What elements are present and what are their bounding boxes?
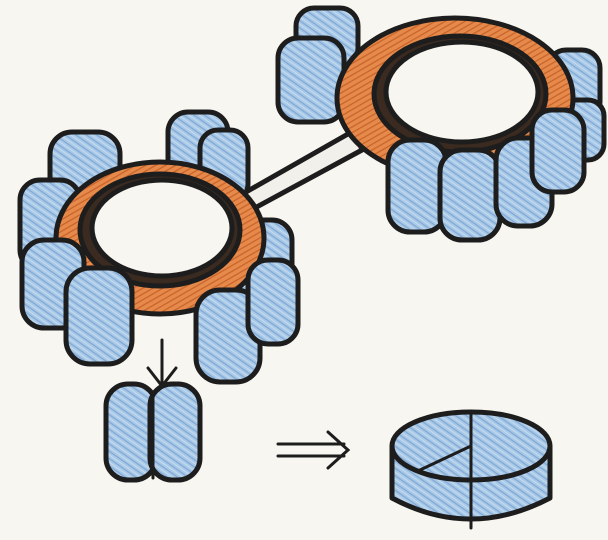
detached-pod-pair bbox=[106, 384, 200, 480]
assembled-container bbox=[392, 412, 550, 528]
right-arrow-icon bbox=[278, 432, 348, 468]
down-arrow-icon bbox=[148, 340, 176, 386]
lower-ring-assembly bbox=[20, 112, 298, 382]
upper-ring-assembly bbox=[278, 8, 604, 240]
